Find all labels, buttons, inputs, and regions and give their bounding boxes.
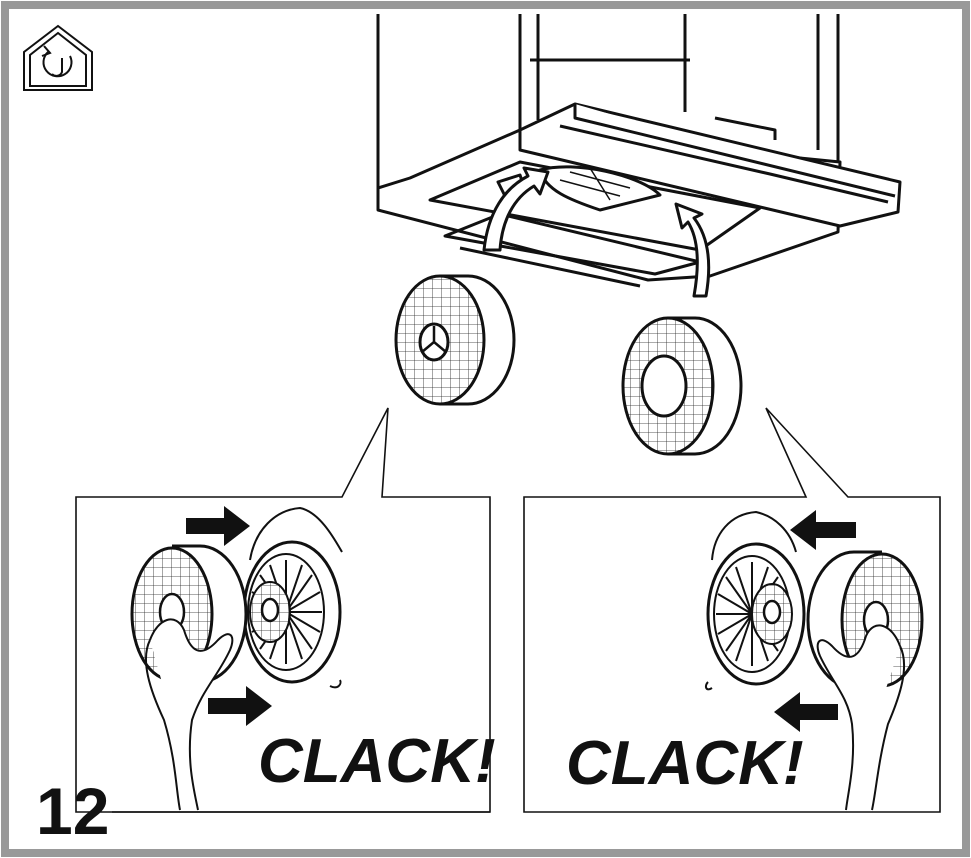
carbon-filter-right (621, 316, 743, 456)
clack-sound-label: CLACK! (258, 727, 496, 796)
push-arrow-icon (208, 686, 272, 726)
insert-up-arrow-right (674, 202, 711, 298)
callout-left: CLACK! (75, 407, 496, 813)
callout-right: CLACK! (523, 407, 941, 813)
step-number: 12 (36, 774, 109, 848)
push-arrow-icon (774, 692, 838, 732)
insert-up-arrow-left (482, 166, 550, 252)
push-arrow-icon (790, 510, 856, 550)
house-recirculation-icon (23, 24, 93, 91)
cooker-hood (376, 14, 902, 288)
carbon-filter-left (394, 274, 516, 406)
clack-sound-label: CLACK! (566, 729, 804, 798)
push-arrow-icon (186, 506, 250, 546)
